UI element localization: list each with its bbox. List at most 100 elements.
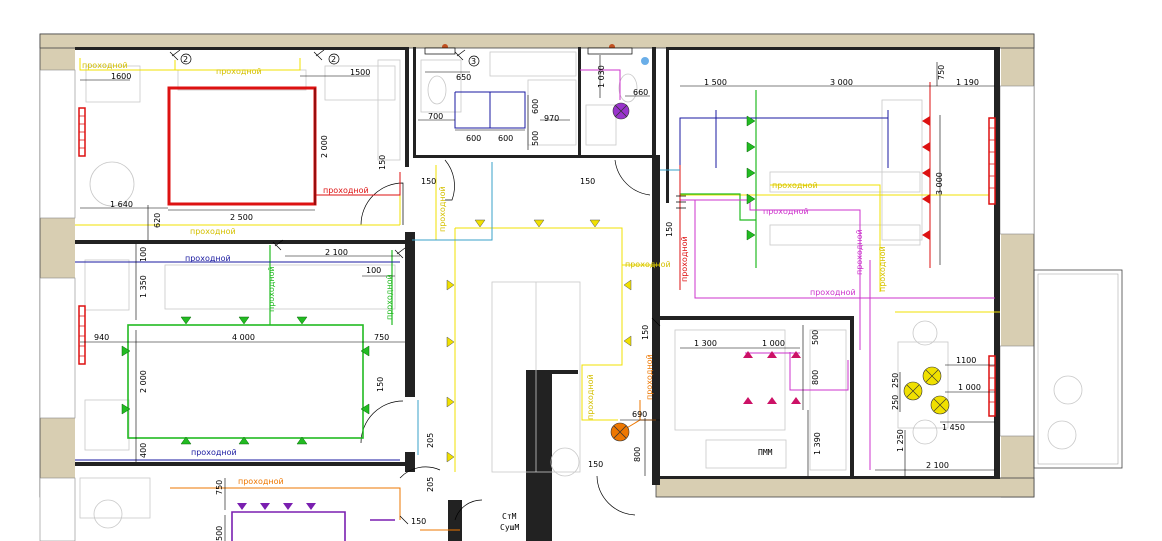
dim-1500b: 1 500 [704,78,727,87]
marker-circle-3 [468,55,480,67]
dim-150b: 150 [421,177,436,186]
dim-500: 500 [531,131,540,146]
dim-1100: 1100 [956,356,976,365]
label-passage-11: проходной [625,260,671,269]
label-passage-4: проходной [190,227,236,236]
label-passage-18: проходной [878,246,887,292]
dim-150c: 150 [580,177,595,186]
label-passage-8: проходной [385,274,394,320]
dim-150f: 150 [641,325,650,340]
dim-600b: 600 [498,134,513,143]
marker-3: 3 [471,57,476,66]
marker-2: 2 [331,55,336,64]
marker-1: 2 [183,55,188,64]
wiring-magenta [580,69,995,470]
dim-750: 750 [937,65,946,80]
label-passage-19: проходной [810,288,856,297]
label-passage-6: проходной [185,254,231,263]
dim-940: 940 [94,333,109,342]
dim-1250: 1 250 [896,429,905,452]
label-passage-12: проходной [680,236,689,282]
label-passage-7: проходной [267,266,276,312]
dim-750b: 750 [374,333,389,342]
label-passage-13: проходной [586,374,595,420]
dim-660: 660 [633,88,648,97]
marker-circle-2 [328,53,340,65]
dim-650: 650 [456,73,471,82]
wiring-yellow [75,58,1000,472]
window-small-1 [424,47,456,55]
label-passage-15: проходной [772,181,818,190]
label-passage-3: проходной [323,186,369,195]
dim-2000b: 2 000 [139,370,148,393]
dim-750c: 750 [215,480,224,495]
dim-150a: 150 [378,155,387,170]
dim-800b: 800 [633,447,642,462]
label-passage-16: проходной [763,207,809,216]
dim-3000: 3 000 [830,78,853,87]
dim-1500: 1500 [350,68,370,77]
dim-500c: 500 [215,526,224,541]
interior-walls [75,47,1000,541]
dim-620: 620 [153,213,162,228]
spotlights-magenta [743,351,801,404]
pendant-lamp-orange [610,422,630,442]
dim-1390: 1 390 [813,432,822,455]
dim-2500: 2 500 [230,213,253,222]
label-dryer: СушМ [500,523,519,532]
wiring-cyan [412,162,680,455]
label-washing-machine: СтМ [502,512,517,521]
dim-1450: 1 450 [942,423,965,432]
spotlights-yellow [446,219,632,463]
dim-2100: 2 100 [325,248,348,257]
label-passage-17: проходной [855,229,864,275]
dim-1000b: 1 000 [958,383,981,392]
sensor-dot-3 [641,57,649,65]
dim-205a: 205 [426,433,435,448]
dim-4000: 4 000 [232,333,255,342]
dim-500b: 500 [811,330,820,345]
dim-1190: 1 190 [956,78,979,87]
pendant-lamp-purple [612,102,630,120]
label-passage-10: проходной [238,477,284,486]
dim-150g: 150 [588,460,603,469]
dim-250b: 250 [891,395,900,410]
dim-1640: 1 640 [110,200,133,209]
dim-1030: 1 030 [597,65,606,88]
dim-100b: 100 [366,266,381,275]
dim-970: 970 [544,114,559,123]
dim-1350: 1 350 [139,275,148,298]
switch-symbols [169,49,686,525]
spotlights-red [922,116,930,240]
wiring-purple [231,511,395,541]
dim-205b: 205 [426,477,435,492]
dim-400: 400 [139,443,148,458]
dim-100: 100 [139,247,148,262]
dim-700: 700 [428,112,443,121]
dim-1300: 1 300 [694,339,717,348]
label-dishwasher: ПММ [758,448,773,457]
dim-600c: 600 [531,99,540,114]
ceiling-outline-green [127,324,364,439]
radiator-ticks [79,115,995,403]
dim-2100b: 2 100 [926,461,949,470]
dim-150e: 150 [376,377,385,392]
spotlights-purple [237,503,316,510]
label-passage-2: проходной [216,67,262,76]
dim-3000v: 3 000 [935,172,944,195]
dim-1000a: 1 000 [762,339,785,348]
dim-2000: 2 000 [320,135,329,158]
label-passage-9: проходной [191,448,237,457]
label-passage-14: проходной [645,354,654,400]
pendant-lamps-yellow [903,366,950,415]
dim-600a: 600 [466,134,481,143]
dim-690: 690 [632,410,647,419]
dim-150d: 150 [665,222,674,237]
dim-800: 800 [811,370,820,385]
door-swings [360,159,651,521]
label-passage-1: проходной [82,61,128,70]
marker-circle-1 [180,53,192,65]
dimension-lines [80,55,995,541]
dim-150h: 150 [411,517,426,526]
